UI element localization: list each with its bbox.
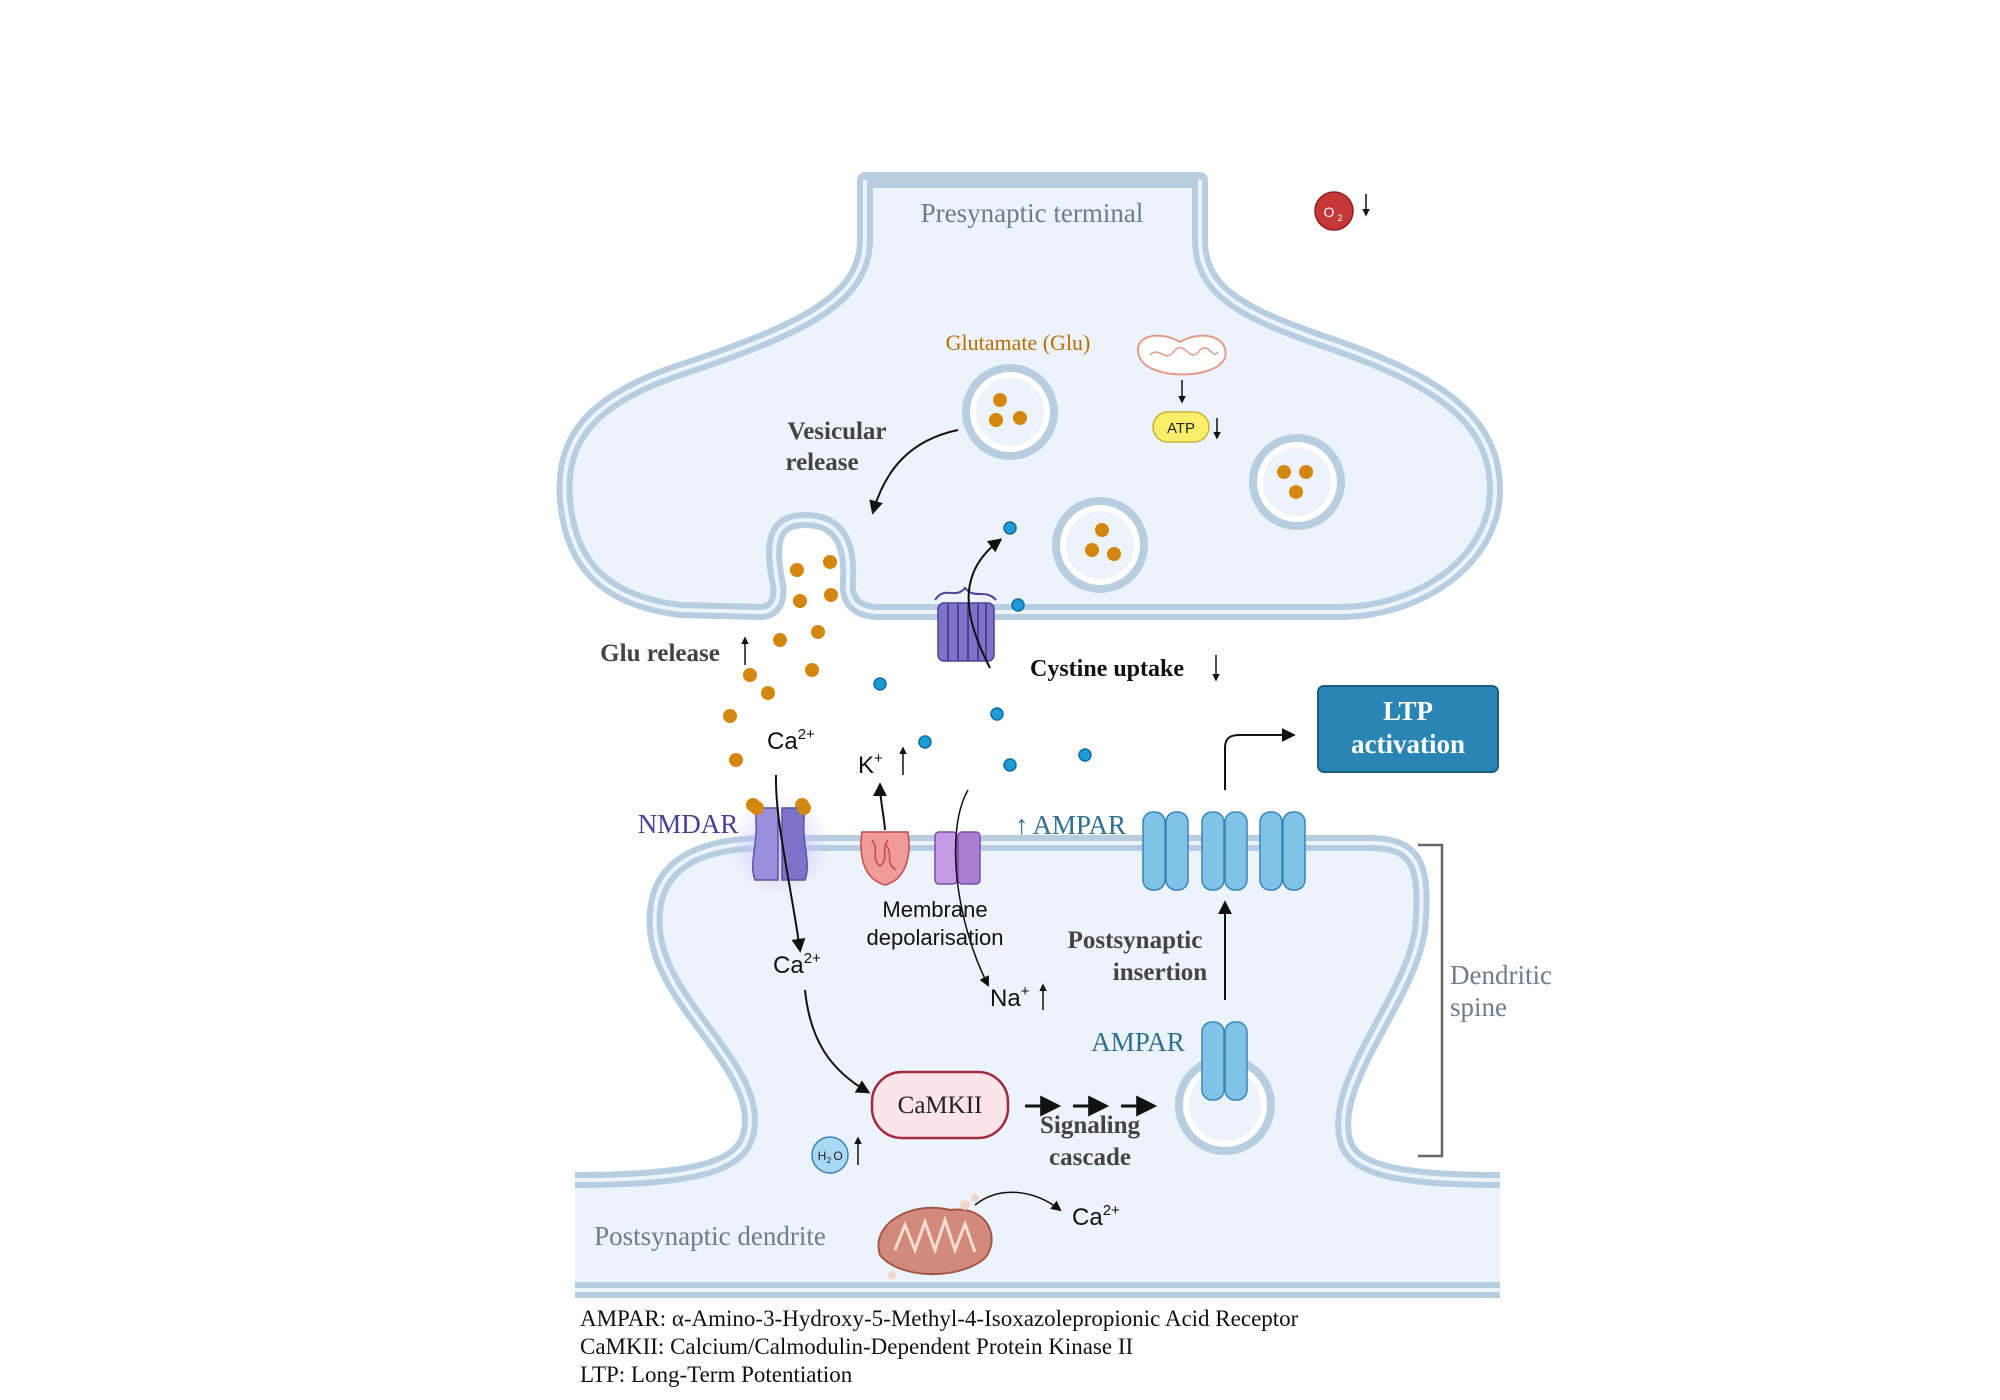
ca-label-middle: Ca2+ [773, 950, 821, 979]
potassium-channel-icon [860, 831, 910, 886]
ca-label-bottom: Ca2+ [1072, 1202, 1120, 1231]
signaling-cascade-label-2: cascade [1049, 1144, 1131, 1171]
svg-text:O: O [1324, 204, 1335, 220]
postsynaptic-insertion-label-2: insertion [1113, 959, 1208, 986]
mitochondrion-postsynaptic-icon [877, 1194, 993, 1279]
abbreviation-legend: AMPAR: α-Amino-3-Hydroxy-5-Methyl-4-Isox… [580, 1305, 1298, 1389]
ca-label-top: Ca2+ [767, 726, 815, 755]
vesicle-1 [962, 364, 1058, 460]
vesicular-release-label-2: release [785, 449, 858, 476]
cystine-uptake-arrow [967, 538, 1003, 669]
postsynaptic-dendrite-label: Postsynaptic dendrite [594, 1221, 826, 1251]
postsynaptic-insertion-label-1: Postsynaptic [1068, 927, 1203, 954]
dendritic-spine-label-1: Dendritic [1450, 960, 1552, 990]
vesicle-2 [1052, 497, 1148, 593]
mitochondrion-presynaptic-icon [1137, 334, 1227, 404]
water-badge: H 2 O [811, 1136, 862, 1174]
ampar-bottom-label: AMPAR [1091, 1027, 1185, 1057]
svg-text:LTP: LTP [1383, 696, 1433, 726]
ca-influx-arrow [774, 774, 806, 953]
membrane-depolarisation-label-2: depolarisation [867, 925, 1004, 950]
na-influx-arrow [954, 789, 989, 987]
cystine-uptake-label: Cystine uptake [1030, 656, 1184, 682]
legend-item-camkii: CaMKII: Calcium/Calmodulin-Dependent Pro… [580, 1334, 1134, 1359]
dendritic-spine-label-2: spine [1450, 992, 1507, 1022]
glutamate-label: Glutamate (Glu) [946, 330, 1091, 355]
legend-item-ampar: AMPAR: α-Amino-3-Hydroxy-5-Methyl-4-Isox… [580, 1306, 1299, 1331]
vesicular-release-label-1: Vesicular [787, 418, 886, 445]
na-label: Na+ [990, 983, 1030, 1012]
svg-text:activation: activation [1351, 729, 1465, 759]
signaling-cascade-label-1: Signaling [1040, 1112, 1141, 1139]
svg-text:CaMKII: CaMKII [898, 1092, 983, 1119]
camkii-box: CaMKII [870, 1070, 1010, 1140]
ampar-receptors-membrane [1142, 811, 1306, 891]
k-label: K+ [858, 750, 883, 779]
presynaptic-terminal-label: Presynaptic terminal [921, 198, 1144, 228]
ca-to-camkii-arrow [804, 989, 871, 1094]
nmdar-label: NMDAR [638, 809, 739, 839]
oxygen-badge: O 2 [1314, 191, 1370, 231]
cystine-molecules [873, 521, 1092, 772]
vesicular-release-arrow [869, 429, 959, 515]
membrane-depolarisation-label-1: Membrane [882, 897, 987, 922]
svg-text:O: O [833, 1149, 842, 1163]
dendritic-spine-bracket [1418, 843, 1444, 1158]
legend-item-ltp: LTP: Long-Term Potentiation [580, 1362, 853, 1387]
sodium-channel-icon [934, 831, 981, 885]
svg-text:2: 2 [1337, 213, 1342, 223]
k-efflux-arrow [873, 782, 888, 831]
svg-text:2: 2 [827, 1156, 832, 1165]
svg-text:ATP: ATP [1167, 420, 1195, 437]
vesicle-3 [1249, 434, 1345, 530]
nmdar-receptor-icon [730, 795, 830, 895]
mito-ca-release-arrow [974, 1191, 1062, 1212]
ltp-arrow [1224, 728, 1296, 790]
svg-text:H: H [818, 1149, 827, 1163]
glu-release-label: Glu release [600, 640, 720, 667]
ampar-top-label: ↑AMPAR [1015, 810, 1126, 840]
atp-badge: ATP [1152, 411, 1221, 443]
ampar-vesicle [1175, 1021, 1275, 1155]
ltp-activation-box: LTP activation [1317, 685, 1499, 773]
